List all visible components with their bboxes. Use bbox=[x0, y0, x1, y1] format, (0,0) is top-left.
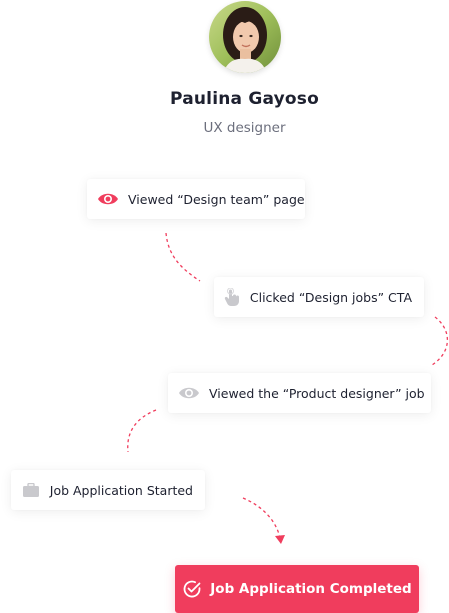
connector-4 bbox=[242, 497, 281, 539]
eye-icon bbox=[178, 382, 200, 404]
journey-step-application-started[interactable]: Job Application Started bbox=[11, 470, 205, 510]
check-circle-icon bbox=[182, 579, 202, 599]
connector-2 bbox=[431, 316, 448, 366]
journey-step-label: Viewed the “Product designer” job bbox=[209, 385, 425, 401]
connector-3 bbox=[127, 409, 157, 453]
connector-arrowhead bbox=[275, 535, 285, 544]
eye-icon bbox=[97, 188, 119, 210]
tap-hand-icon bbox=[224, 286, 241, 308]
journey-step-clicked-design-jobs[interactable]: Clicked “Design jobs” CTA bbox=[214, 277, 424, 317]
journey-step-viewed-design-team[interactable]: Viewed “Design team” page bbox=[87, 179, 305, 219]
profile-role: UX designer bbox=[203, 120, 286, 136]
journey-step-label: Clicked “Design jobs” CTA bbox=[249, 289, 412, 305]
journey-step-viewed-product-designer[interactable]: Viewed the “Product designer” job bbox=[168, 373, 431, 413]
briefcase-icon bbox=[21, 479, 41, 501]
journey-step-label: Viewed “Design team” page bbox=[128, 191, 305, 207]
journey-step-label: Job Application Started bbox=[49, 482, 193, 498]
final-step-label: Job Application Completed bbox=[210, 581, 412, 597]
profile-photo bbox=[209, 1, 281, 73]
avatar bbox=[209, 1, 281, 73]
connector-1 bbox=[165, 232, 201, 282]
profile-name: Paulina Gayoso bbox=[170, 89, 319, 109]
job-application-completed-button[interactable]: Job Application Completed bbox=[175, 565, 419, 613]
